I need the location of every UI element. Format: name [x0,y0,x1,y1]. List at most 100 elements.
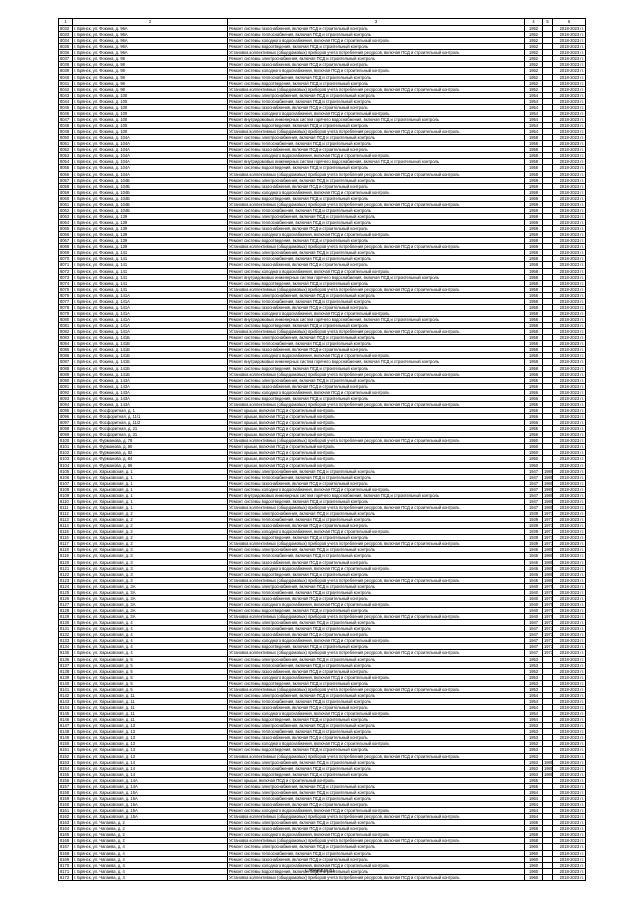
reconstruction-year-cell: 1980 [542,467,553,475]
repair-period-cell: 2018-2023 гг. [552,794,586,803]
repair-period-cell: 2018-2023 гг. [552,164,586,172]
repair-period-cell: 2018-2023 гг. [552,334,586,342]
repair-period-cell: 2018-2023 гг. [552,382,586,390]
repair-period-cell: 2018-2023 гг. [552,522,586,530]
repair-period-cell: 2018-2023 гг. [552,776,586,784]
repair-period-cell: 2018-2023 гг. [552,437,586,445]
repair-period-cell: 2018-2023 гг. [552,540,586,548]
reconstruction-year-cell: 1980 [542,491,553,499]
reconstruction-year-cell: 1975 [542,588,553,596]
repair-period-cell: 2018-2023 гг. [552,358,586,366]
reconstruction-year-cell: 1975 [542,606,553,615]
reconstruction-year-cell: 1980 [542,770,553,778]
repair-period-cell: 2018-2023 гг. [552,73,586,81]
reconstruction-year-cell: 1972 [542,649,553,657]
repair-period-cell: 2018-2023 гг. [552,831,586,839]
repair-period-cell: 2018-2023 гг. [552,491,586,499]
repair-period-cell: 2018-2023 гг. [552,649,586,657]
reconstruction-year-cell [542,873,553,881]
repair-period-cell: 2018-2023 гг. [552,503,586,512]
reconstruction-year-cell: 1973 [542,534,553,542]
repair-period-cell: 2018-2023 гг. [552,855,586,863]
reconstruction-year-cell: 1975 [542,582,553,590]
repair-period-cell: 2018-2023 гг. [552,225,586,233]
repair-period-cell: 2018-2023 гг. [552,43,586,51]
reconstruction-year-cell: 1972 [542,631,553,639]
reconstruction-year-cell: 1973 [542,528,553,536]
column-number-row: 1 2 3 4 5 6 [58,18,586,26]
repair-period-cell: 2018-2023 гг. [552,655,586,663]
repair-period-cell: 2018-2023 гг. [552,843,586,851]
column-header: 4 [524,18,543,26]
repair-period-cell: 2018-2023 гг. [552,412,586,421]
repair-period-cell: 2018-2023 гг. [552,315,586,324]
repair-period-cell: 2018-2023 гг. [552,352,586,360]
repair-period-cell: 2018-2023 гг. [552,273,586,281]
repair-period-cell: 2018-2023 гг. [552,115,586,124]
repair-period-cell: 2018-2023 гг. [552,152,586,160]
repair-period-cell: 2018-2023 гг. [552,600,586,609]
build-year-cell: 1960 [524,873,543,881]
repair-period-cell: 2018-2023 гг. [552,261,586,269]
repair-period-cell: 2018-2023 гг. [552,121,586,130]
reconstruction-year-cell: 1973 [542,516,553,524]
repair-period-cell: 2018-2023 гг. [552,673,586,681]
repair-period-cell: 2018-2023 гг. [552,546,586,554]
reconstruction-year-cell: 1980 [542,552,553,560]
reconstruction-year-cell: 1980 [542,570,553,578]
page-number: Страница 81 [305,868,335,874]
repair-period-cell: 2018-2023 гг. [552,267,586,275]
repair-period-cell: 2018-2023 гг. [552,873,586,881]
repair-period-cell: 2018-2023 гг. [552,861,586,869]
repair-period-cell: 2018-2023 гг. [552,825,586,833]
address-cell: г. Брянск, ул. Чапаева, д. 4 [72,873,228,881]
repair-period-cell: 2018-2023 гг. [552,576,586,584]
repair-period-cell: 2018-2023 гг. [552,370,586,378]
reconstruction-year-cell: 1980 [542,479,553,487]
repair-period-cell: 2018-2023 гг. [552,340,586,348]
reconstruction-year-cell: 1980 [542,546,553,554]
repair-period-cell: 2018-2023 гг. [552,807,586,815]
repair-period-cell: 2018-2023 гг. [552,558,586,566]
repair-period-cell: 2018-2023 гг. [552,346,586,354]
repair-period-cell: 2018-2023 гг. [552,728,586,736]
repair-period-cell: 2018-2023 гг. [552,188,586,196]
repair-period-cell: 2018-2023 гг. [552,594,586,602]
repair-period-cell: 2018-2023 гг. [552,140,586,148]
repair-period-cell: 2018-2023 гг. [552,819,586,827]
work-type-cell: Установка коллективных (общедомовых) при… [227,873,525,881]
repair-period-cell: 2018-2023 гг. [552,710,586,718]
repair-period-cell: 2018-2023 гг. [552,109,586,117]
